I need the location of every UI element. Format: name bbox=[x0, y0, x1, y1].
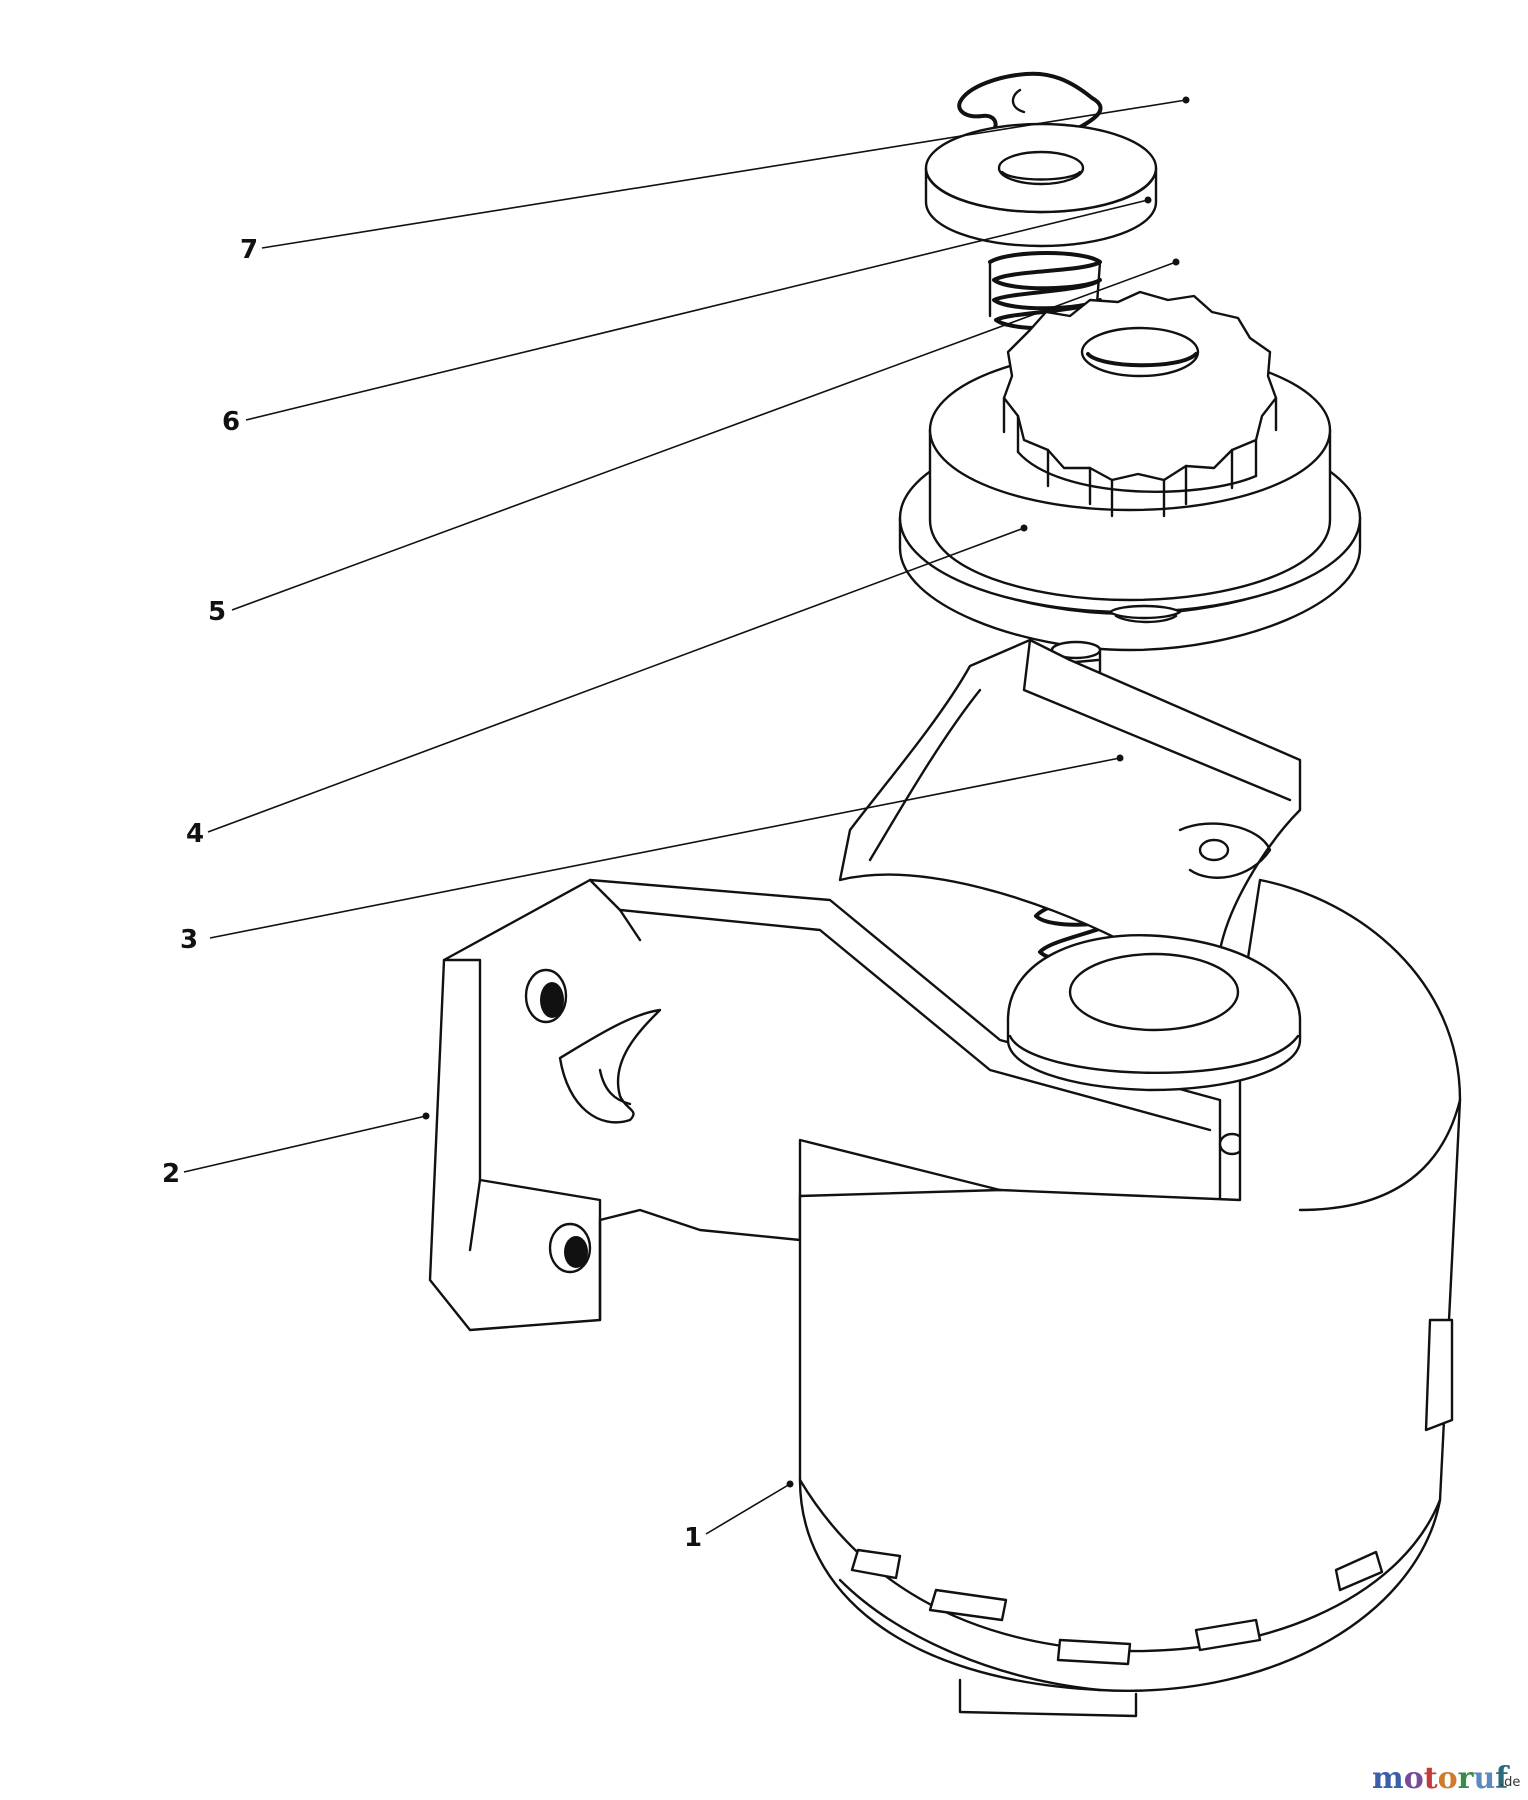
leader-2 bbox=[183, 1115, 427, 1173]
watermark-suffix: .de bbox=[1500, 1775, 1520, 1790]
watermark-letter: o bbox=[1438, 1761, 1458, 1796]
watermark-letter: u bbox=[1473, 1761, 1495, 1796]
watermark-letter: r bbox=[1458, 1761, 1475, 1796]
leader-3 bbox=[209, 757, 1121, 939]
callout-1: 1 bbox=[684, 1523, 702, 1553]
part-4-drive-gear bbox=[898, 290, 1362, 652]
callout-6: 6 bbox=[222, 407, 240, 437]
watermark-letter: f bbox=[1495, 1761, 1510, 1796]
part-1-starter-motor bbox=[798, 878, 1462, 1718]
watermark-letter: m bbox=[1372, 1761, 1404, 1796]
leader-lines bbox=[183, 96, 1190, 1535]
watermark-text: motoruf bbox=[1372, 1761, 1510, 1796]
leader-4 bbox=[207, 527, 1025, 833]
part-2-mounting-bracket bbox=[428, 638, 1302, 1332]
callout-7: 7 bbox=[240, 235, 258, 265]
leader-7 bbox=[261, 99, 1187, 249]
watermark-logo: motoruf .de bbox=[1372, 1761, 1520, 1796]
callout-4: 4 bbox=[186, 819, 204, 849]
callout-labels: 7 6 5 4 3 2 1 bbox=[162, 235, 702, 1553]
callout-2: 2 bbox=[162, 1159, 180, 1189]
part-6-collar bbox=[924, 122, 1158, 248]
watermark-letter: t bbox=[1424, 1761, 1438, 1796]
leader-5 bbox=[231, 261, 1177, 611]
callout-5: 5 bbox=[208, 597, 226, 627]
leader-1 bbox=[705, 1483, 791, 1535]
leader-6 bbox=[245, 199, 1149, 421]
watermark-letter: o bbox=[1404, 1761, 1424, 1796]
callout-3: 3 bbox=[180, 925, 198, 955]
